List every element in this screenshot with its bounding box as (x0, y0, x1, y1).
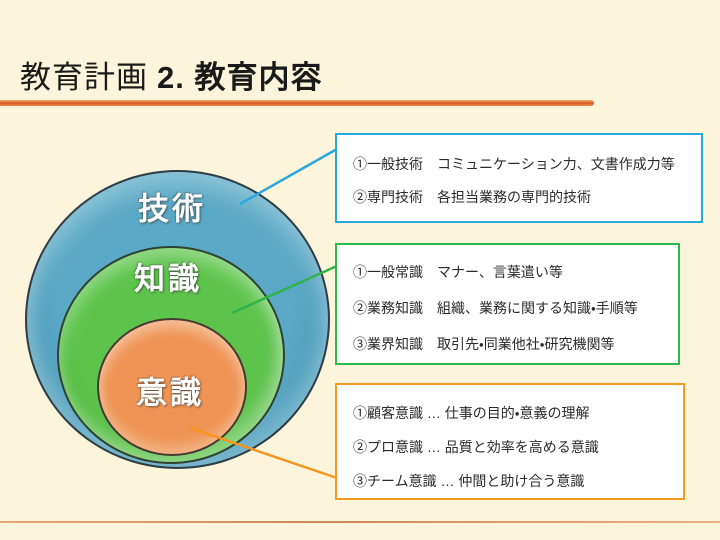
title-underline (0, 100, 594, 106)
callout-mindset: ①顧客意識 … 仕事の目的・意義の理解 ②プロ意識 … 品質と効率を高める意識 … (335, 383, 685, 500)
callout-knowledge-line-3: ③業界知識 取引先・同業他社・研究機関等 (353, 336, 615, 352)
circle-mindset-label: 意識 (136, 375, 204, 411)
callout-knowledge-line-2: ②業務知識 組織、業務に関する知識・手順等 (353, 300, 638, 316)
circle-knowledge-label: 知識 (134, 261, 202, 297)
page-title-section: 2. 教育内容 (157, 60, 323, 95)
page-title: 教育計画 2. 教育内容 (20, 52, 322, 97)
callout-skills-line-1: ①一般技術 コミュニケーション力、文書作成力等 (353, 156, 675, 172)
callout-mindset-line-2: ②プロ意識 … 品質と効率を高める意識 (353, 439, 599, 455)
callout-mindset-line-1: ①顧客意識 … 仕事の目的・意義の理解 (353, 405, 590, 421)
callout-skills: ①一般技術 コミュニケーション力、文書作成力等 ②専門技術 各担当業務の専門的技… (335, 133, 703, 223)
page-title-prefix: 教育計画 (20, 60, 148, 95)
footer-accent-line (0, 521, 720, 523)
callout-skills-line-2: ②専門技術 各担当業務の専門的技術 (353, 189, 591, 205)
callout-knowledge: ①一般常識 マナー、言葉遣い等 ②業務知識 組織、業務に関する知識・手順等 ③業… (335, 243, 680, 365)
callout-knowledge-line-1: ①一般常識 マナー、言葉遣い等 (353, 264, 563, 280)
circle-skills-label: 技術 (138, 191, 206, 227)
callout-mindset-line-3: ③チーム意識 … 仲間と助け合う意識 (353, 473, 585, 489)
